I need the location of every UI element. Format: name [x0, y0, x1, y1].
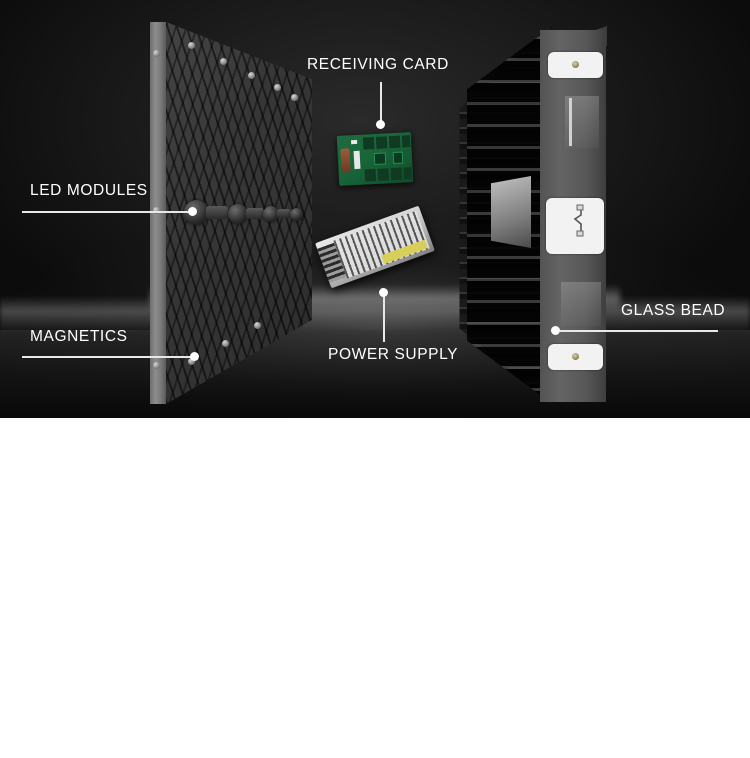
led-module-panel — [150, 22, 312, 404]
bead-clip-icon — [573, 204, 584, 237]
leader-dot-led-modules — [188, 207, 197, 216]
pcb-header — [401, 135, 411, 148]
callout-led-modules: LED MODULES — [30, 182, 148, 199]
pcb-header — [390, 167, 403, 181]
leader-line-receiving-card — [380, 82, 382, 124]
pcb-ic — [392, 151, 404, 165]
panel-screw — [220, 58, 227, 65]
leader-dot-glass-bead — [551, 326, 560, 335]
floor-glow-band — [0, 296, 750, 334]
leader-line-power-supply — [383, 296, 385, 342]
magnet-knob — [290, 208, 303, 221]
panel-screw — [188, 358, 195, 365]
callout-receiving-card: RECEIVING CARD — [307, 56, 449, 73]
panel-screw — [222, 340, 229, 347]
pcb-header — [362, 137, 375, 150]
pcb-header — [403, 167, 413, 180]
pcb-connector — [353, 150, 361, 170]
pcb-fpga-chip — [373, 152, 387, 166]
leader-line-led-modules — [22, 211, 194, 213]
panel-screw — [248, 72, 255, 79]
latch-screw-icon — [572, 61, 579, 68]
magnet-tab — [246, 208, 264, 219]
panel-screw — [291, 94, 298, 101]
callout-power-supply: POWER SUPPLY — [328, 346, 459, 363]
cabinet-psu-cutout — [491, 176, 531, 248]
callout-magnetics: MAGNETICS — [30, 328, 128, 345]
glass-bead-latch-bottom — [548, 344, 603, 370]
leader-dot-receiving-card — [376, 120, 385, 129]
panel-screw — [153, 207, 160, 214]
pcb-capacitor — [340, 148, 351, 173]
leader-line-magnetics — [22, 356, 194, 358]
panel-screw — [153, 50, 160, 57]
panel-screw — [254, 322, 261, 329]
pcb-marking — [350, 139, 358, 145]
leader-line-glass-bead — [560, 330, 718, 332]
dimension-specs-section: 250mm 250mm 25 — [0, 418, 750, 758]
floor-reflection — [0, 330, 750, 418]
callout-glass-bead: GLASS BEAD — [621, 302, 726, 319]
latch-screw-icon — [572, 353, 579, 360]
pcb-header — [377, 168, 390, 181]
magnet-knob — [228, 204, 248, 224]
cabinet-slot — [569, 98, 572, 146]
panel-screw — [153, 362, 160, 369]
magnet-knob — [263, 206, 279, 222]
power-supply-unit — [315, 205, 435, 289]
magnet-tab — [277, 209, 291, 218]
panel-screw — [274, 84, 281, 91]
pcb-header — [364, 168, 377, 182]
cabinet-frame — [447, 26, 617, 404]
leader-dot-magnetics — [190, 352, 199, 361]
receiving-card-pcb — [336, 132, 414, 186]
pcb-header — [375, 136, 388, 149]
pcb-header — [388, 135, 401, 149]
cabinet-window-lower — [561, 282, 601, 326]
glass-bead-latch-top — [548, 52, 603, 78]
panel-screw — [188, 42, 195, 49]
magnet-tab — [206, 206, 228, 219]
exploded-view-scene: RECEIVING CARD LED MODULES MAGNETICS POW… — [0, 0, 750, 418]
glass-bead-latch-middle — [546, 198, 604, 254]
leader-dot-power-supply — [379, 288, 388, 297]
